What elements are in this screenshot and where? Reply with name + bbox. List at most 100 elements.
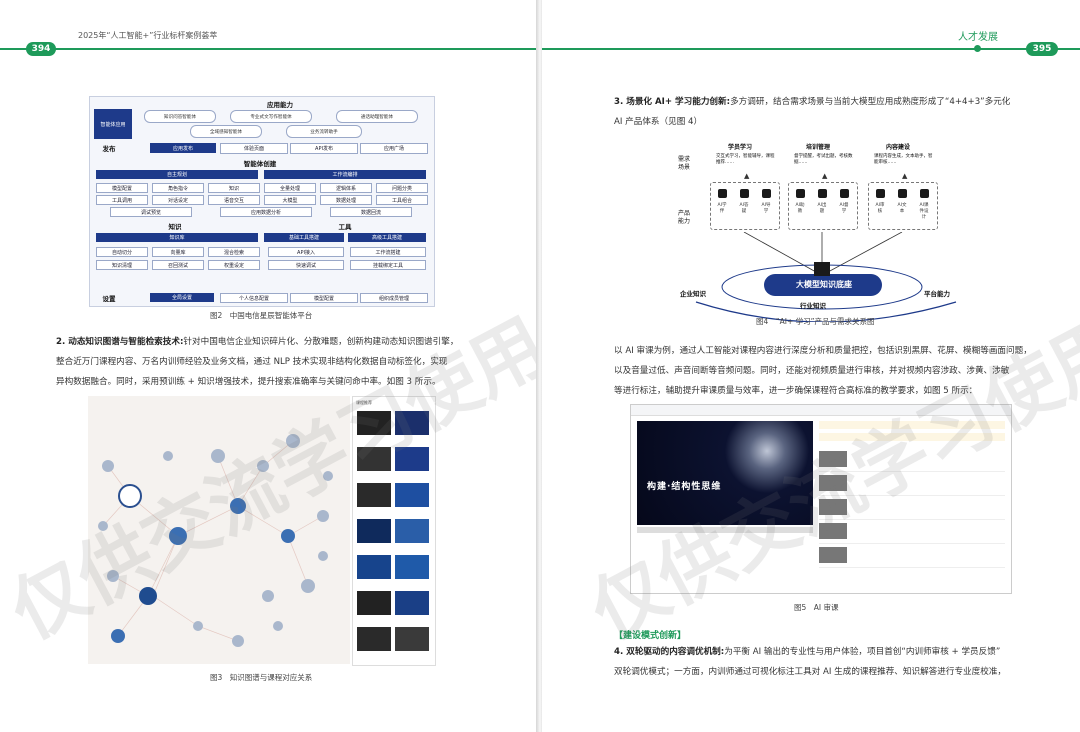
oval-app-2: 专业式文写作智能体 — [230, 110, 312, 123]
build-item-1: 模型配置 — [96, 183, 148, 193]
ai-text-icon — [898, 189, 907, 198]
video-player: 构建·结构性思维 — [637, 421, 813, 525]
section-settings: 设置 — [102, 294, 116, 303]
book-spine — [536, 0, 544, 732]
knowledge-item-2: 向量库 — [152, 247, 204, 257]
arrow-up-icon: ▲ — [822, 172, 828, 180]
product-box-3: AI审核 AI文本 AI课件设计 — [868, 182, 938, 230]
ai-review-screenshot: 构建·结构性思维 — [630, 404, 1012, 594]
section-app-ability: 应用能力 — [267, 100, 293, 109]
bottom-label-industry: 行业知识 — [800, 302, 826, 310]
ai-assistant-icon — [796, 189, 805, 198]
bottom-label-platform: 平台能力 — [924, 290, 950, 298]
knowledge-graph-figure — [88, 396, 350, 664]
issue-row — [819, 499, 1005, 520]
product-box-1: AI学伴 AI答疑 AI导学 — [710, 182, 780, 230]
agent-platform-diagram: 应用能力 智能体应用 知识问答智能体 专业式文写作智能体 通话助理智能体 全域感… — [89, 96, 435, 307]
paragraph-4: 4. 双轮驱动的内容调优机制:为平衡 AI 输出的专业性与用户体验，项目首创“内… — [614, 642, 1034, 682]
ai-quiz-icon — [818, 189, 827, 198]
course-thumb — [395, 519, 429, 543]
paragraph-review-line-1: 以 AI 审课为例，通过人工智能对课程内容进行深度分析和质量把控，包括识别黑屏、… — [614, 346, 1032, 356]
paragraph-2-line-2: 整合近万门课程内容、万名内训师经验及业务文档，通过 NLP 技术实现非结构化数据… — [56, 357, 448, 367]
build-item-5: 逻辑体系 — [320, 183, 372, 193]
issue-row — [819, 523, 1005, 544]
kb-base-label: 大模型知识底座 — [796, 280, 852, 289]
build-head-2: 工作流编排 — [264, 170, 426, 179]
paragraph-2: 2. 动态知识图谱与智能检索技术:针对中国电信企业知识碎片化、分散难题，创新构建… — [56, 332, 466, 392]
right-header-rule — [542, 48, 1080, 50]
paragraph-review-line-3: 等进行标注，辅助提升审课质量与效率，进一步确保课程符合高标准的教学要求，如图 5… — [614, 386, 978, 396]
paragraph-2-title: 2. 动态知识图谱与智能检索技术: — [56, 337, 184, 347]
knowledge-item-3: 混合检索 — [208, 247, 260, 257]
knowledge-item-6: 权重设定 — [208, 260, 260, 270]
product-item: AI出题 — [817, 203, 827, 214]
ai-qa-icon — [740, 189, 749, 198]
paragraph-3-line-2: AI 产品体系（见图 4） — [614, 117, 703, 127]
section-agent-apps: 智能体应用 — [94, 109, 132, 139]
build-item-7: 工具调用 — [96, 195, 148, 205]
build-item-12: 工具组合 — [376, 195, 428, 205]
paragraph-4-title: 4. 双轮驱动的内容调优机制: — [614, 647, 725, 657]
issue-row — [819, 475, 1005, 496]
course-thumb — [395, 411, 429, 435]
arrow-up-icon: ▲ — [902, 172, 908, 180]
settings-item-2: 个人信息配置 — [220, 293, 288, 303]
build-item-14: 应用数据分析 — [220, 207, 312, 217]
publish-item-4: 应用广场 — [360, 143, 428, 154]
build-item-15: 数据回流 — [330, 207, 412, 217]
course-thumbnail-panel: 课程推荐 — [352, 396, 436, 666]
issue-row — [819, 547, 1005, 568]
knowledge-item-1: 自动切分 — [96, 247, 148, 257]
product-item: AI答疑 — [739, 203, 749, 214]
paragraph-2-line-1: 针对中国电信企业知识碎片化、分散难题，创新构建动态知识图谱引擎， — [183, 337, 459, 347]
tools-item-4: 挂载绑定工具 — [350, 260, 426, 270]
col-title-2: 培训管理 — [806, 144, 831, 151]
build-item-2: 角色指令 — [152, 183, 204, 193]
oval-app-5: 业务流转助手 — [286, 125, 362, 138]
product-item: AI导学 — [761, 203, 771, 214]
build-item-6: 问题分类 — [376, 183, 428, 193]
paragraph-2-line-3: 异构数据融合。同时，采用预训练 + 知识增强技术，提升搜索准确率与关键问命中率。… — [56, 377, 441, 387]
paragraph-4-line-2: 双轮调优模式；一方面，内训师通过可视化标注工具对 AI 生成的课程推荐、知识解答… — [614, 667, 1007, 677]
tools-head-1: 基础工具搭建 — [264, 233, 344, 242]
arrow-up-icon: ▲ — [744, 172, 750, 180]
tools-item-1: API接入 — [268, 247, 344, 257]
product-item: AI督学 — [839, 203, 849, 214]
fig4-caption: 图4 “AI+ 学习”产品与需求关系图 — [756, 317, 875, 326]
build-item-4: 全量处理 — [264, 183, 316, 193]
video-progress-bar — [637, 527, 813, 533]
course-thumb — [357, 591, 391, 615]
video-title: 构建·结构性思维 — [647, 482, 722, 492]
knowledge-head: 知识库 — [96, 233, 258, 242]
knowledge-item-4: 知识清理 — [96, 260, 148, 270]
product-item: AI助教 — [795, 203, 805, 214]
fig2-caption: 图2 中国电信星辰智能体平台 — [210, 311, 313, 320]
product-item: AI审核 — [875, 203, 885, 214]
left-page: 2025年“人工智能+”行业标杆案例荟萃 394 应用能力 智能体应用 知识问答… — [0, 0, 538, 732]
course-thumb — [395, 627, 429, 651]
col-desc-3: 课程内容生成，文本助手，智能审核…… — [874, 154, 933, 165]
paragraph-4-line-1: 为平衡 AI 输出的专业性与用户体验，项目首创“内训师审核 + 学员反馈” — [724, 647, 1001, 657]
build-item-9: 语音交互 — [208, 195, 260, 205]
product-item: AI学伴 — [717, 203, 727, 214]
course-thumb — [357, 555, 391, 579]
settings-item-3: 模型配置 — [290, 293, 358, 303]
knowledge-item-5: 召回测试 — [152, 260, 204, 270]
paragraph-3-line-1: 多方调研，结合需求场景与当前大模型应用成熟度形成了“4+4+3”多元化 — [730, 97, 1011, 107]
build-item-13: 调试预览 — [110, 207, 192, 217]
col-title-3: 内容建设 — [886, 144, 911, 151]
paragraph-3-title: 3. 场景化 AI+ 学习能力创新: — [614, 97, 731, 107]
tools-item-2: 工作流搭建 — [350, 247, 426, 257]
tools-head-2: 高级工具搭建 — [348, 233, 426, 242]
oval-app-3: 通话助理智能体 — [336, 110, 418, 123]
knowledge-graph-canvas — [98, 434, 333, 647]
ai-guide-icon — [762, 189, 771, 198]
row-label-demand: 需求场景 — [678, 156, 691, 171]
settings-item-1: 全局设置 — [150, 293, 214, 302]
course-thumb — [357, 627, 391, 651]
ai-companion-icon — [718, 189, 727, 198]
section-agent-build: 智能体创建 — [243, 159, 277, 168]
right-page: 人才发展 395 — [542, 0, 1080, 732]
publish-item-2: 体验页面 — [220, 143, 288, 154]
knowledge-base-arc — [695, 232, 957, 322]
